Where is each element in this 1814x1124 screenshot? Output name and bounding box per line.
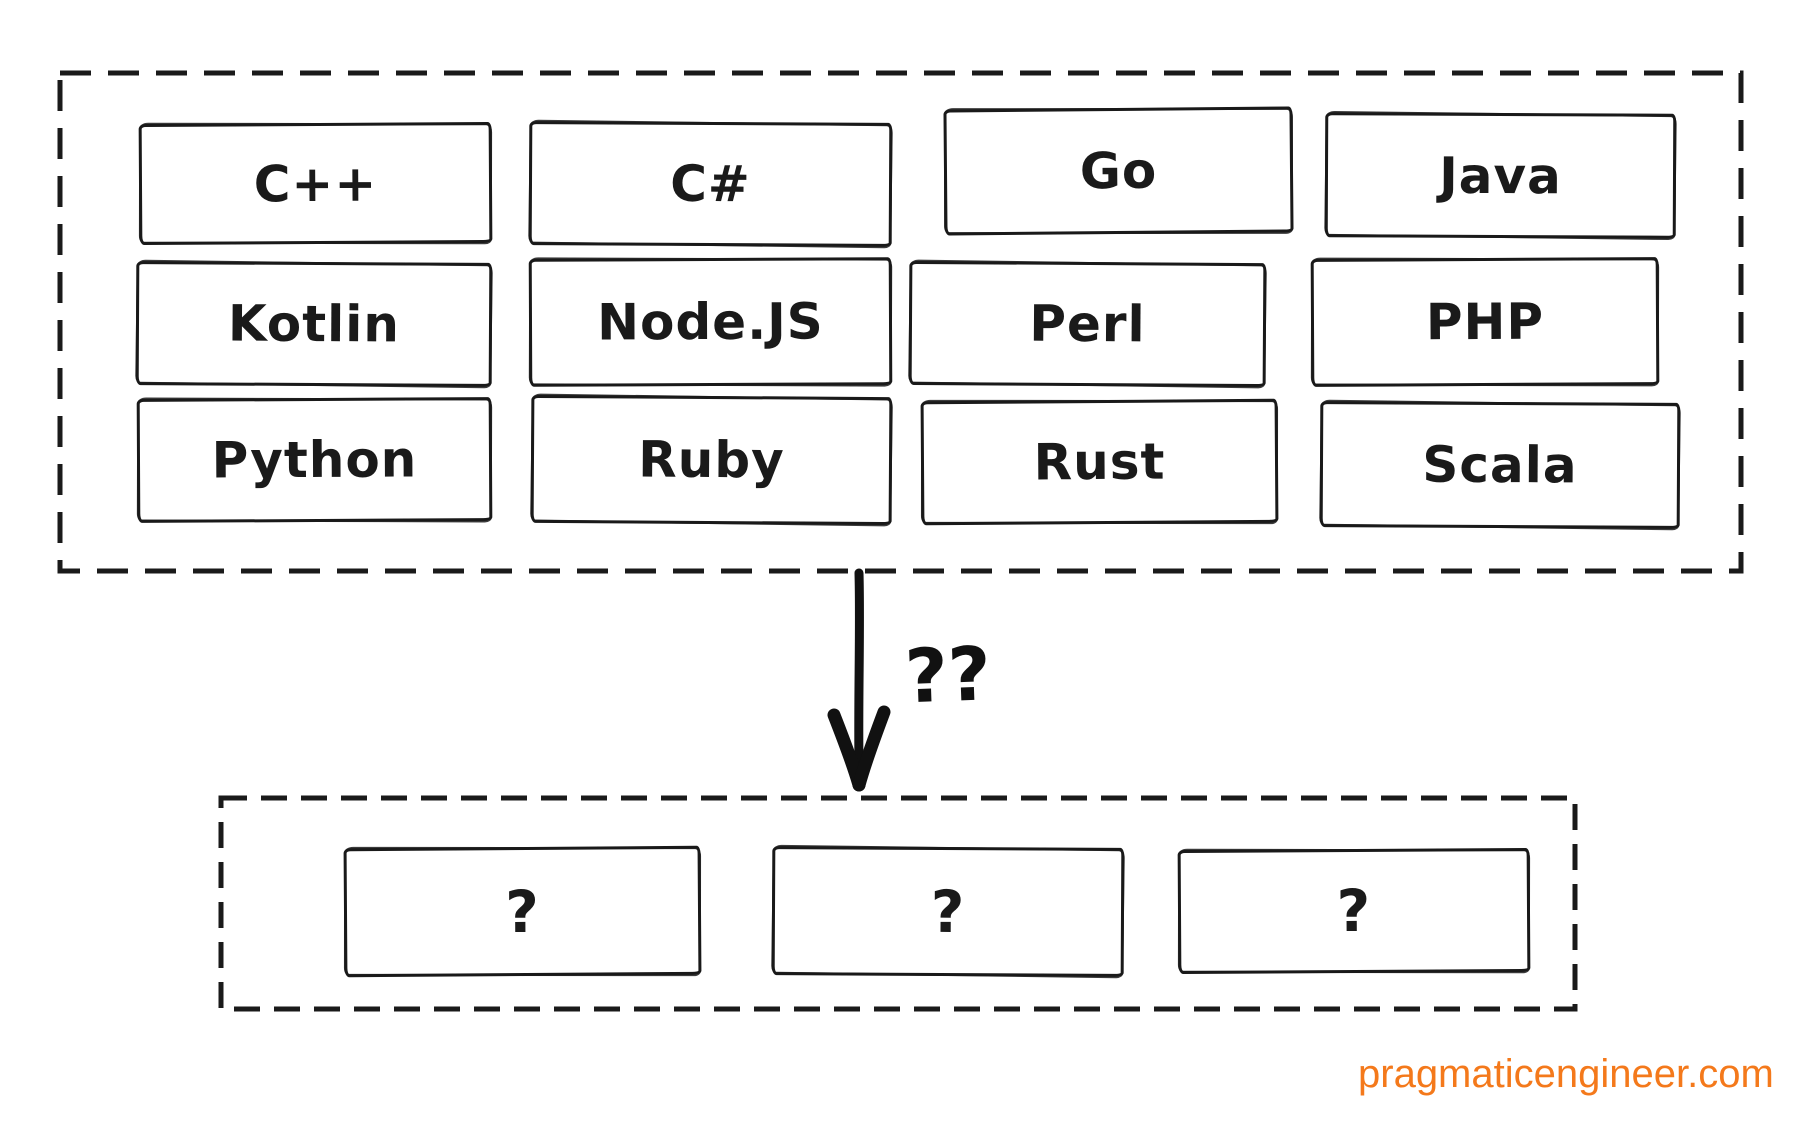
language-label-perl: Perl [1029, 294, 1146, 354]
languages-group: C++ C# Go Java Kotlin Node.JS Perl PHP P… [57, 70, 1744, 574]
unknown-group: ? ? ? [218, 795, 1578, 1012]
language-box-perl: Perl [908, 260, 1267, 388]
language-box-cpp: C++ [138, 121, 493, 246]
language-label-php: PHP [1425, 292, 1545, 352]
language-label-scala: Scala [1422, 435, 1578, 495]
language-label-kotlin: Kotlin [227, 294, 401, 354]
unknown-box-3: ? [1177, 847, 1531, 975]
language-box-java: Java [1324, 112, 1677, 239]
language-label-python: Python [211, 430, 418, 490]
language-label-ruby: Ruby [638, 430, 785, 490]
language-label-cpp: C++ [253, 154, 378, 213]
language-box-kotlin: Kotlin [135, 261, 493, 387]
language-box-nodejs: Node.JS [528, 257, 893, 387]
language-box-python: Python [136, 397, 493, 523]
language-box-rust: Rust [920, 398, 1279, 526]
language-box-scala: Scala [1319, 401, 1681, 529]
language-label-java: Java [1439, 146, 1562, 205]
unknown-label-1: ? [504, 877, 541, 946]
language-label-rust: Rust [1033, 432, 1166, 492]
down-arrow-icon [827, 568, 891, 792]
language-box-ruby: Ruby [530, 394, 893, 526]
language-label-nodejs: Node.JS [597, 292, 824, 352]
language-box-php: PHP [1310, 257, 1660, 387]
unknown-label-3: ? [1336, 876, 1372, 946]
watermark: pragmaticengineer.com [1358, 1052, 1774, 1096]
language-label-go: Go [1079, 141, 1158, 201]
arrow-question-label: ?? [903, 631, 993, 721]
unknown-box-1: ? [343, 845, 702, 978]
language-box-go: Go [943, 106, 1294, 236]
unknown-box-2: ? [771, 846, 1125, 977]
language-label-csharp: C# [670, 154, 751, 214]
language-box-csharp: C# [528, 121, 893, 247]
unknown-label-2: ? [930, 877, 966, 946]
